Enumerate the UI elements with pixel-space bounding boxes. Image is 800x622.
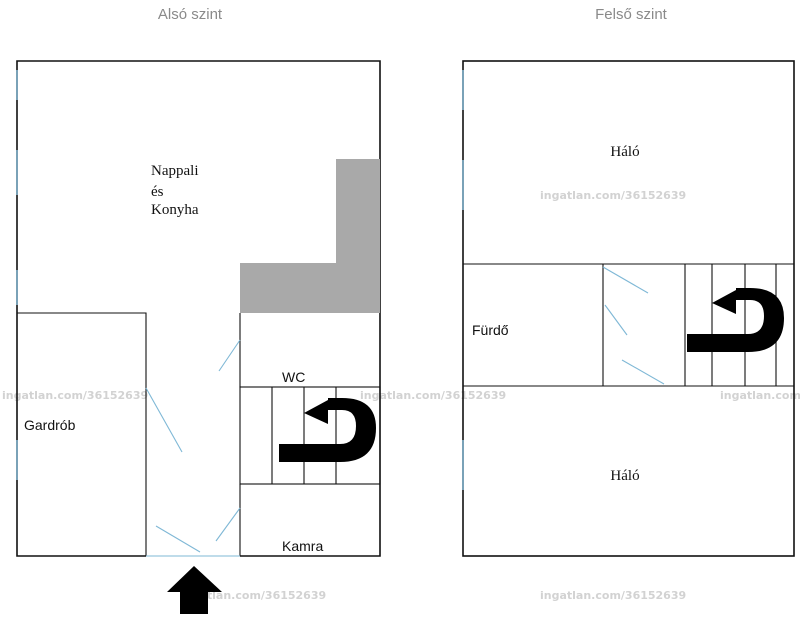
- lower-floor-title: Alsó szint: [158, 6, 223, 23]
- living-kitchen-label: Nappali: [151, 163, 198, 179]
- door-swing: [145, 387, 183, 453]
- bedroom-top-label: Háló: [610, 144, 639, 160]
- door-swing: [602, 266, 649, 294]
- arrow-up-icon: [167, 566, 222, 614]
- watermark-text: ingatlan.com/36152639: [720, 389, 800, 402]
- wc-wall: [239, 313, 380, 388]
- watermarks: ingatlan.com/36152639 ingatlan.com/36152…: [2, 189, 800, 602]
- door-swing: [215, 507, 241, 542]
- lower-floor: Nappali és Konyha Gardrób WC Kamra: [16, 60, 381, 614]
- door-swing: [155, 525, 201, 553]
- upper-floor: Háló Fürdő Háló: [462, 60, 795, 557]
- living-kitchen-label: Konyha: [151, 202, 199, 218]
- upper-floor-title: Felső szint: [595, 6, 668, 23]
- u-turn-arrow-icon: [687, 288, 784, 352]
- lower-outer-wall: [16, 60, 381, 557]
- wc-label: WC: [282, 369, 305, 385]
- u-turn-arrow-icon: [279, 398, 376, 462]
- door-swing: [621, 359, 665, 385]
- bathroom-label: Fürdő: [472, 322, 509, 338]
- wardrobe-label: Gardrób: [24, 417, 76, 433]
- staircase-lower: [239, 386, 381, 485]
- watermark-text: ingatlan.com/36152639: [540, 589, 686, 602]
- watermark-text: ingatlan.com/36152639: [540, 189, 686, 202]
- watermark-text: ingatlan.com/36152639: [2, 389, 148, 402]
- living-kitchen-label: és: [151, 184, 164, 200]
- kitchen-counter: [336, 159, 380, 263]
- upper-outer-wall: [462, 60, 795, 557]
- door-swing: [604, 304, 628, 336]
- pantry-label: Kamra: [282, 538, 323, 554]
- watermark-text: ingatlan.com/36152639: [180, 589, 326, 602]
- watermark-text: ingatlan.com/36152639: [360, 389, 506, 402]
- door-swing: [218, 339, 241, 372]
- bedroom-bottom-label: Háló: [610, 468, 639, 484]
- wardrobe-wall: [17, 312, 147, 556]
- kitchen-counter: [240, 263, 380, 313]
